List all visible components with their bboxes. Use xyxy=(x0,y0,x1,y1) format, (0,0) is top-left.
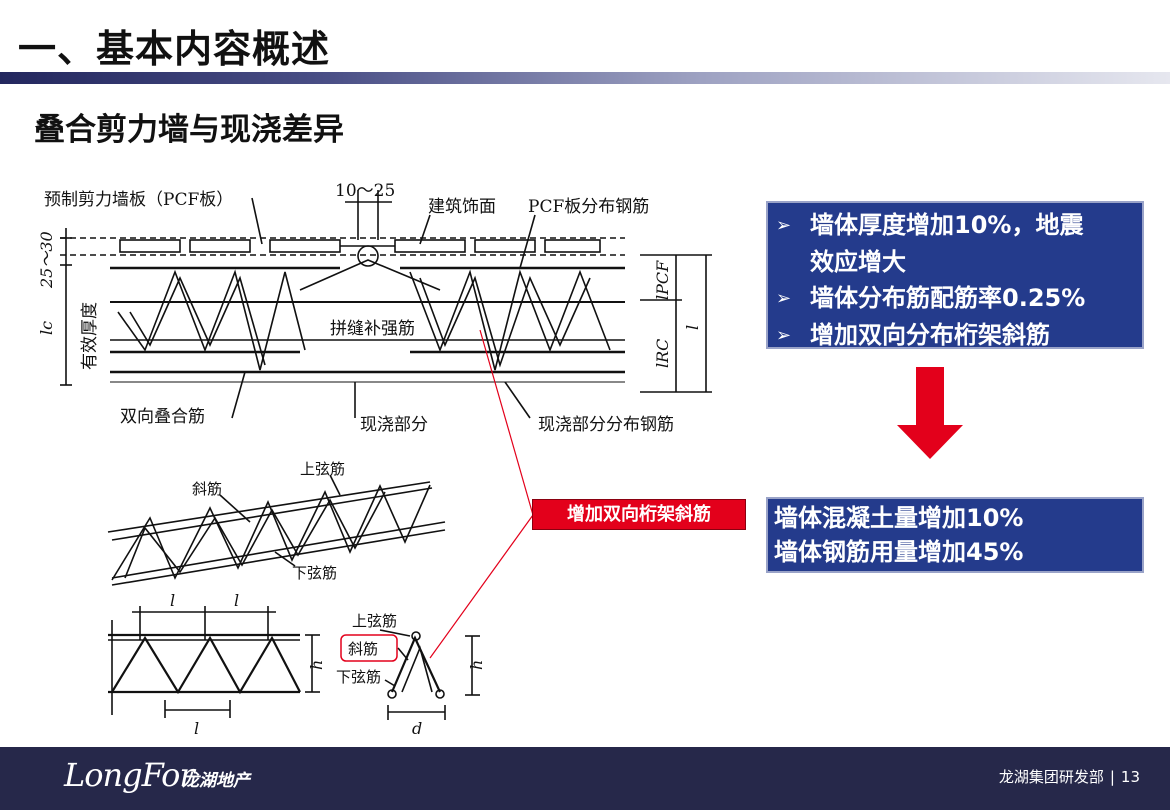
title-divider-bar xyxy=(0,72,1170,84)
result-line: 墙体混凝土量增加10% xyxy=(774,504,1024,532)
page-title: 一、基本内容概述 xyxy=(18,27,331,71)
info-box-results: 墙体混凝土量增加10% 墙体钢筋用量增加45% xyxy=(766,497,1144,573)
engineering-diagram: 预制剪力墙板（PCF板） 10～25 建筑饰面 PCF板分布钢筋 拼缝补强筋 双… xyxy=(37,181,712,738)
bullet-item: ➢ 增加双向分布桁架斜筋 xyxy=(776,317,1134,354)
label-dim-lc: lc xyxy=(37,321,56,335)
truss-bottom-chord-label: 下弦筋 xyxy=(292,564,337,582)
label-dim-lpcf: lPCF xyxy=(653,260,672,300)
bullet-item: ➢ 墙体分布筋配筋率0.25% xyxy=(776,280,1134,317)
page-number: 13 xyxy=(1120,768,1140,786)
arrow-bullet-icon: ➢ xyxy=(776,215,792,236)
info-box-changes: ➢ 墙体厚度增加10%，地震 效应增大 ➢ 墙体分布筋配筋率0.25% ➢ 增加… xyxy=(766,201,1144,349)
section-bottom-chord-label: 下弦筋 xyxy=(336,668,381,686)
footer-separator: | xyxy=(1109,768,1115,786)
section-diagonal-label: 斜筋 xyxy=(348,640,378,658)
label-dim-lrc: lRC xyxy=(653,339,672,368)
longfor-logo-cn: 龙湖地产 xyxy=(182,771,250,791)
callout-truss-diagonal: 增加双向桁架斜筋 xyxy=(532,499,746,530)
bullet-text: 墙体厚度增加10%，地震 xyxy=(810,211,1084,239)
section-subtitle: 叠合剪力墙与现浇差异 xyxy=(34,112,344,148)
bullet-text: 墙体分布筋配筋率0.25% xyxy=(810,284,1086,312)
section-top-chord-label: 上弦筋 xyxy=(352,612,397,630)
arrow-down-icon xyxy=(897,367,963,459)
label-effective-thickness: 有效厚度 xyxy=(80,302,100,370)
longfor-logo: LongFor xyxy=(64,756,195,794)
result-line: 墙体钢筋用量增加45% xyxy=(774,538,1024,566)
label-dim-25-30: 25～30 xyxy=(37,231,56,289)
footer-bar xyxy=(0,747,1170,810)
truss-dim-l-2: l xyxy=(234,591,239,610)
truss-diagonal-label: 斜筋 xyxy=(192,480,222,498)
label-cast-rebar: 现浇部分分布钢筋 xyxy=(538,415,674,435)
arrow-bullet-icon: ➢ xyxy=(776,325,792,346)
section-dim-d: d xyxy=(412,719,422,738)
bullet-text: 增加双向分布桁架斜筋 xyxy=(810,321,1050,349)
bullet-continuation: 效应增大 xyxy=(810,248,906,276)
label-top-dim: 10～25 xyxy=(335,181,395,201)
arrow-bullet-icon: ➢ xyxy=(776,288,792,309)
truss-top-chord-label: 上弦筋 xyxy=(300,460,345,478)
label-pcf-rebar: PCF板分布钢筋 xyxy=(528,197,649,217)
label-twoway: 双向叠合筋 xyxy=(120,407,205,427)
label-facade: 建筑饰面 xyxy=(428,197,496,217)
label-dim-l: l xyxy=(683,325,702,330)
label-cast-part: 现浇部分 xyxy=(360,415,428,435)
label-joint-rebar: 拼缝补强筋 xyxy=(330,319,415,339)
truss-dim-h-1: h xyxy=(307,660,326,670)
truss-dim-h-2: h xyxy=(467,660,486,670)
truss-dim-l-3: l xyxy=(194,719,199,738)
footer-info: 龙湖集团研发部 | 13 xyxy=(999,766,1140,787)
label-pcf-panel: 预制剪力墙板（PCF板） xyxy=(44,190,233,210)
bullet-item: ➢ 墙体厚度增加10%，地震 xyxy=(776,207,1134,244)
footer-department: 龙湖集团研发部 xyxy=(998,768,1104,786)
truss-dim-l-1: l xyxy=(170,591,175,610)
